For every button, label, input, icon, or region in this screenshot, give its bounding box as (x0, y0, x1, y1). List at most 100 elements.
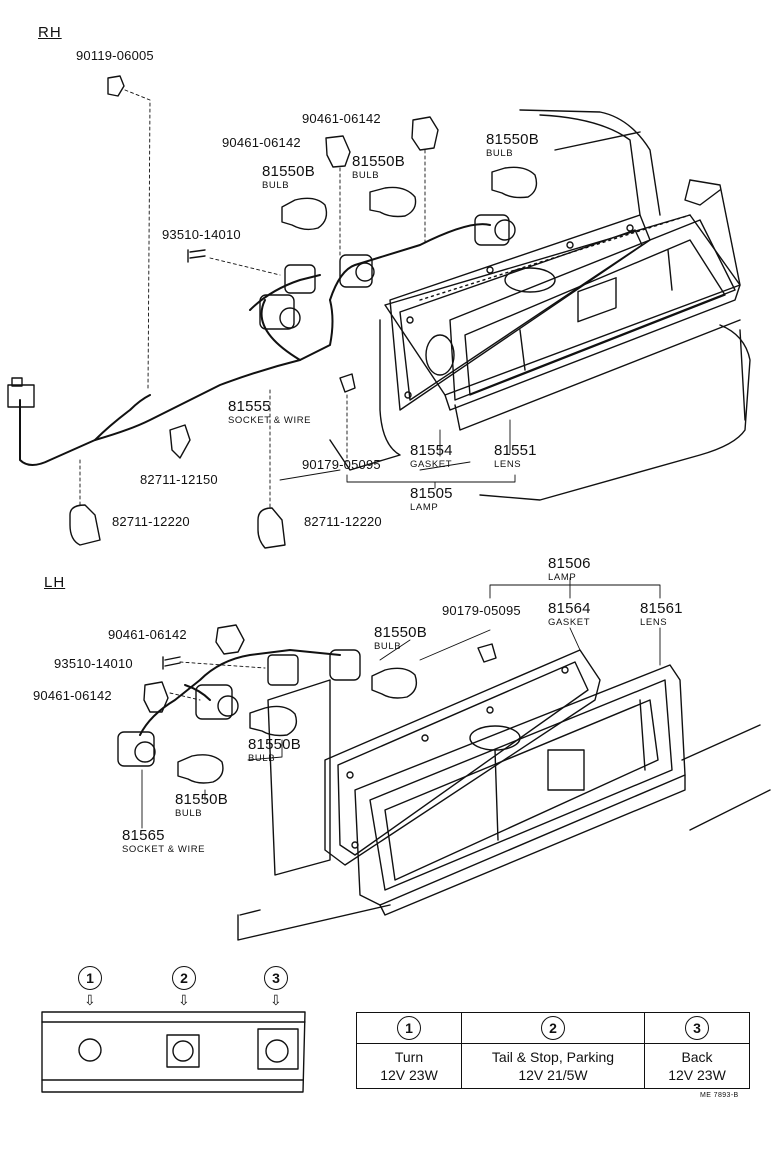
bulb-table-cell: Turn 12V 23W (356, 1043, 462, 1089)
section-rh-heading: RH (38, 24, 62, 41)
rh-bulb-c-number: 81550B (352, 153, 405, 170)
rh-lamp-number: 81505 (410, 485, 453, 502)
position-number-3: 3 (685, 1016, 709, 1040)
lh-bulb-b-label: 81550B BULB (248, 736, 301, 765)
arrow-down-icon: ⇩ (178, 992, 190, 1008)
lh-wire-harness (139, 649, 341, 736)
lh-leader-lines (141, 577, 661, 829)
bulb-function: Back (681, 1049, 713, 1065)
lh-bulb-c-name: BULB (175, 808, 203, 819)
bulb-spec: 12V 23W (668, 1067, 726, 1083)
rh-socket-label: 81555 SOCKET & WIRE (228, 398, 312, 427)
rh-bulb-a-number: 81550B (486, 131, 539, 148)
rh-screw-side-label: 93510-14010 (162, 227, 241, 242)
rh-lens-label: 81551 LENS (494, 442, 537, 471)
rh-gasket-name: GASKET (410, 459, 453, 470)
bulb-table-header-cell: 3 (644, 1012, 750, 1044)
lh-clips (143, 624, 245, 713)
rh-bulb-c-label: 81550B BULB (352, 153, 405, 182)
rh-clip-b-label: 90461-06142 (222, 135, 301, 150)
position-marker-3: 3 (264, 966, 288, 990)
rh-socket-name: SOCKET & WIRE (228, 415, 312, 426)
rh-sockets (259, 214, 516, 330)
lh-lamp-label: 81506 LAMP (548, 555, 591, 584)
lh-screw-side-label: 93510-14010 (54, 656, 133, 671)
lh-dashed-lines (169, 661, 266, 701)
rh-screw-top-label: 90119-06005 (76, 48, 154, 63)
rh-clip-a-label: 90461-06142 (302, 111, 381, 126)
rh-bulb-b-number: 81550B (262, 163, 315, 180)
lh-socket-label: 81565 SOCKET & WIRE (122, 827, 206, 856)
lh-bulb-b-number: 81550B (248, 736, 301, 753)
lh-gasket-name: GASKET (548, 617, 591, 628)
rh-lamp-name: LAMP (410, 502, 439, 513)
lh-lamp-number: 81506 (548, 555, 591, 572)
position-marker-2: 2 (172, 966, 196, 990)
rh-bulb-c-name: BULB (352, 170, 380, 181)
lh-bulb-a-name: BULB (374, 641, 402, 652)
rh-bulb-b-label: 81550B BULB (262, 163, 315, 192)
lh-clip-a-label: 90461-06142 (108, 627, 187, 642)
rh-nut-label: 90179-05095 (302, 457, 381, 472)
rh-lamp-housing (384, 179, 741, 431)
lh-bulb-a-label: 81550B BULB (374, 625, 427, 653)
rh-clips (325, 116, 439, 168)
rh-gasket-number: 81554 (410, 442, 453, 459)
bulb-spec-table: 1 2 3 Turn 12V 23W Tail & Stop, Parking … (356, 1012, 750, 1089)
lh-body-outline (237, 679, 771, 941)
rh-clamp-b-label: 82711-12220 (112, 514, 190, 529)
rh-lens-number: 81551 (494, 442, 537, 459)
position-number-1: 1 (397, 1016, 421, 1040)
rh-lens-name: LENS (494, 459, 522, 470)
bulb-table-data-row: Turn 12V 23W Tail & Stop, Parking 12V 21… (356, 1043, 750, 1089)
rh-gasket (389, 214, 651, 411)
rh-clamp-c-label: 82711-12220 (304, 514, 382, 529)
lh-bulb-c-number: 81550B (175, 791, 228, 808)
lh-gasket-number: 81564 (548, 600, 591, 617)
rh-fasteners (107, 75, 356, 459)
rh-wire-harness (19, 223, 491, 466)
rh-clamps (69, 504, 286, 549)
position-marker-1: 1 (78, 966, 102, 990)
rh-socket-number: 81555 (228, 398, 271, 415)
rh-leader-lines (79, 89, 426, 509)
rh-bulb-b-name: BULB (262, 180, 290, 191)
lh-sockets (117, 649, 361, 767)
arrow-down-icon: ⇩ (270, 992, 282, 1008)
lamp-position-strip (41, 1011, 306, 1093)
lh-reflector (469, 725, 521, 751)
rh-gasket-label: 81554 GASKET (410, 442, 453, 471)
lh-bulbs (177, 667, 418, 784)
bulb-function: Tail & Stop, Parking (491, 1049, 615, 1065)
lh-lens-number: 81561 (640, 600, 683, 617)
lh-bulb-c-label: 81550B BULB (175, 791, 228, 820)
bulb-table-cell: Tail & Stop, Parking 12V 21/5W (461, 1043, 645, 1089)
lh-fasteners (162, 643, 497, 670)
lh-gasket (324, 649, 601, 866)
rh-lamp-label: 81505 LAMP (410, 485, 453, 514)
rh-clamp-a-label: 82711-12150 (140, 472, 218, 487)
bulb-spec: 12V 23W (380, 1067, 438, 1083)
lh-nut-label: 90179-05095 (442, 603, 521, 618)
bulb-function: Turn (394, 1049, 424, 1065)
lh-lens-label: 81561 LENS (640, 600, 683, 629)
drawing-code: ME 7893-B (700, 1092, 739, 1099)
bulb-spec: 12V 21/5W (518, 1067, 588, 1083)
arrow-down-icon: ⇩ (84, 992, 96, 1008)
bulb-table-cell: Back 12V 23W (644, 1043, 750, 1089)
rh-bulb-a-name: BULB (486, 148, 514, 159)
bulb-table-header-cell: 1 (356, 1012, 462, 1044)
bulb-table-header-row: 1 2 3 (356, 1012, 750, 1044)
lh-socket-name: SOCKET & WIRE (122, 844, 206, 855)
bulb-table-header-cell: 2 (461, 1012, 645, 1044)
position-number-2: 2 (541, 1016, 565, 1040)
rh-bulb-a-label: 81550B BULB (486, 131, 539, 160)
lh-lamp-name: LAMP (548, 572, 577, 583)
lh-gasket-label: 81564 GASKET (548, 600, 591, 629)
rh-reflector-bulb-holes (425, 267, 556, 376)
lh-lamp-housing (354, 664, 686, 916)
rh-bulbs (281, 166, 538, 231)
lh-socket-number: 81565 (122, 827, 165, 844)
